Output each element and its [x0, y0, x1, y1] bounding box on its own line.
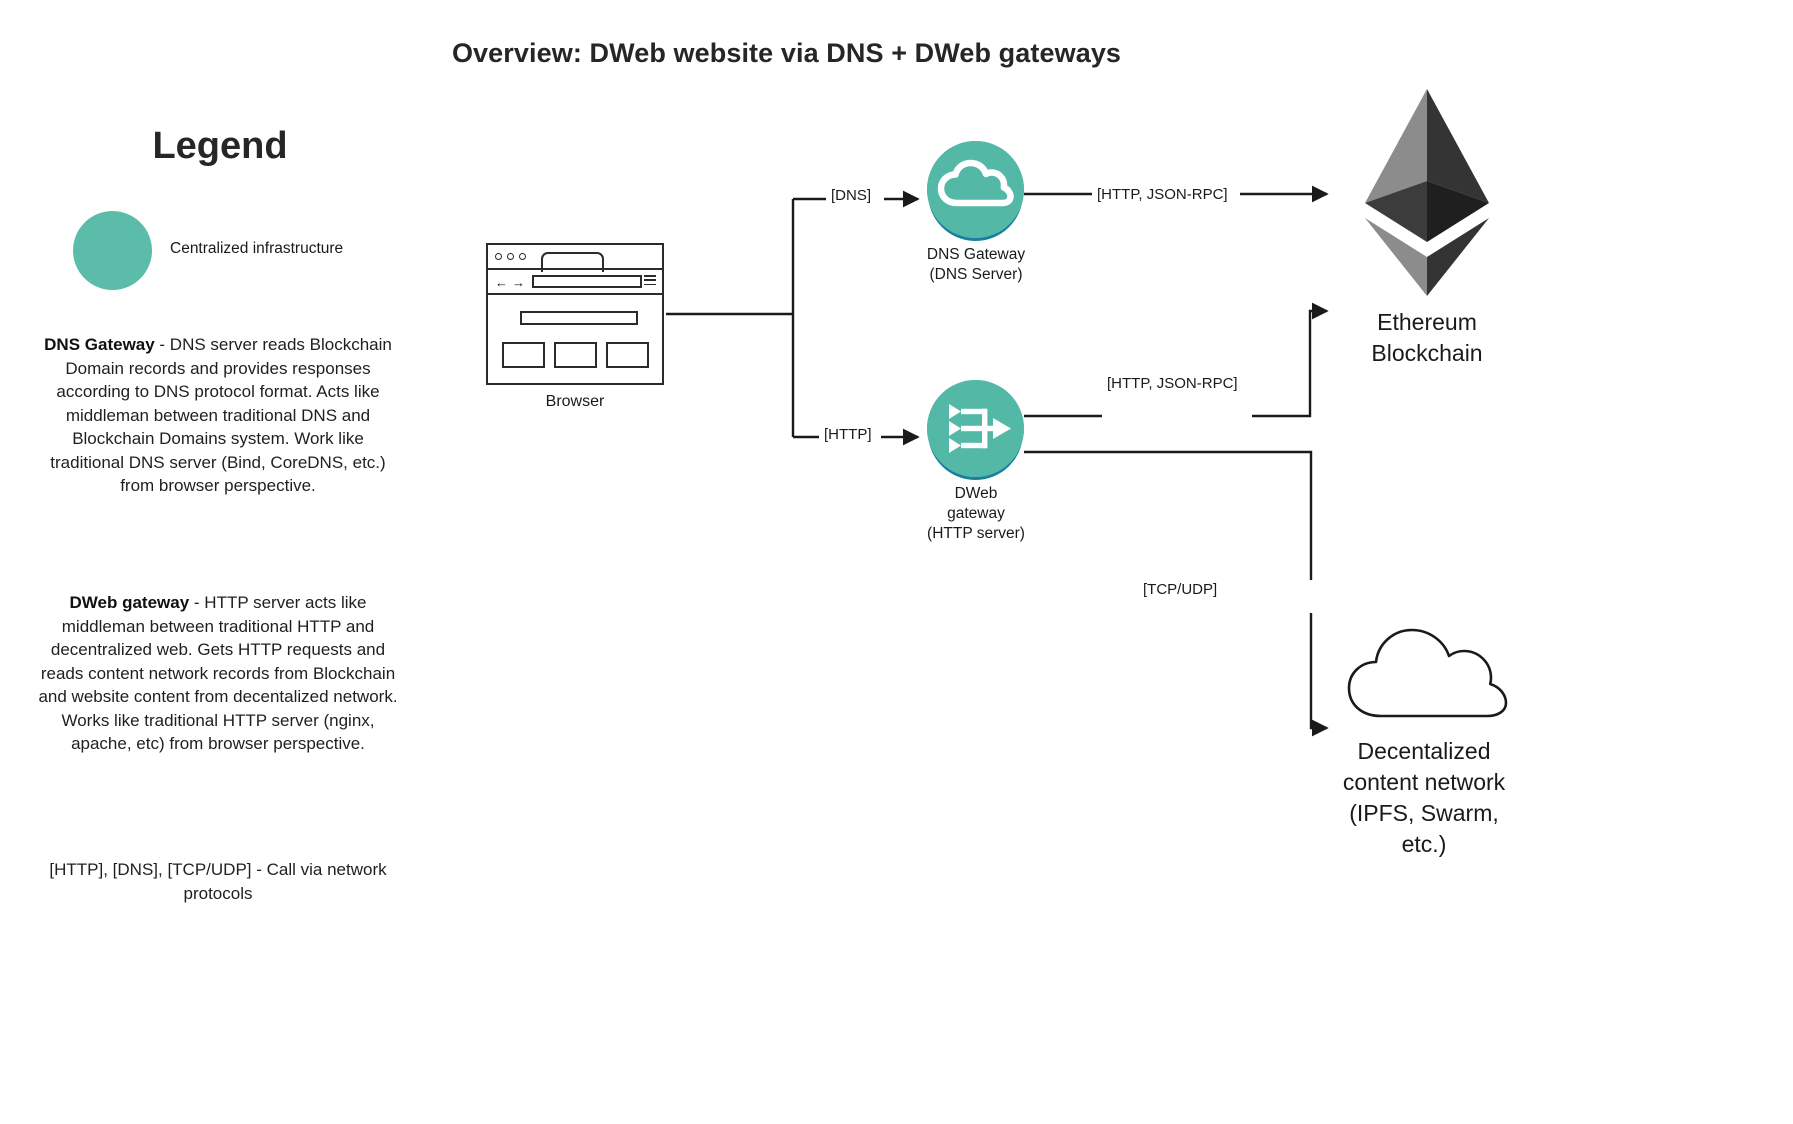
edge-label-http: [HTTP] [821, 426, 875, 443]
node-label-dweb-gateway: DWeb gateway (HTTP server) [861, 484, 1091, 544]
edge-label-tcp-udp: [TCP/UDP] [1140, 581, 1221, 598]
dcn-label-line4: etc.) [1401, 831, 1447, 857]
ethereum-label-line1: Ethereum [1377, 309, 1477, 335]
browser-url-bar [532, 275, 642, 288]
cloud-outline-icon [1347, 628, 1508, 718]
edge-label-json-rpc-dns: [HTTP, JSON-RPC] [1094, 186, 1231, 203]
node-label-browser: Browser [545, 393, 605, 410]
legend-body-dweb-gateway: - HTTP server acts like middleman betwee… [38, 593, 398, 753]
edge-dweb-to-dcn-b [1309, 613, 1329, 737]
legend-entry-dweb-gateway: DWeb gateway - HTTP server acts like mid… [38, 591, 398, 756]
dcn-label-line2: content network [1342, 769, 1506, 795]
dweb-gateway-label-line3: (HTTP server) [927, 525, 1025, 542]
back-arrow-icon: ← [495, 275, 508, 290]
node-label-dns-gateway: DNS Gateway (DNS Server) [861, 245, 1091, 285]
browser-titlebar [488, 245, 662, 272]
browser-dot-1 [495, 253, 502, 260]
browser-window-icon: ← → [486, 243, 664, 385]
node-decentralized-content-network[interactable]: Decentalized content network (IPFS, Swar… [1337, 616, 1517, 857]
dweb-gateway-label-line2: gateway [947, 505, 1005, 522]
dcn-label-line3: (IPFS, Swarm, [1349, 800, 1499, 826]
forward-arrow-icon: → [512, 275, 525, 290]
legend-protocols-note: [HTTP], [DNS], [TCP/UDP] - Call via netw… [38, 858, 398, 905]
node-dweb-gateway[interactable]: DWeb gateway (HTTP server) [927, 380, 1025, 542]
node-browser[interactable]: ← → Browser [486, 243, 664, 410]
merge-arrows-icon [949, 404, 1011, 453]
dweb-gateway-label-line1: DWeb [954, 485, 998, 502]
content-headline-bar [520, 311, 638, 325]
browser-dot-2 [507, 253, 514, 260]
node-dns-gateway[interactable]: DNS Gateway (DNS Server) [927, 141, 1025, 283]
dweb-gateway-circle [927, 380, 1024, 477]
cloud-icon [937, 159, 1014, 207]
edge-label-json-rpc-dweb: [HTTP, JSON-RPC] [1104, 375, 1241, 392]
legend-heading: Legend [152, 125, 288, 167]
legend-color-swatch [73, 211, 152, 290]
browser-toolbar: ← → [488, 270, 662, 295]
browser-content-area [488, 295, 662, 383]
browser-tab [541, 252, 604, 272]
legend-term-dns-gateway: DNS Gateway [44, 335, 155, 354]
node-ethereum-blockchain[interactable]: Ethereum Blockchain [1357, 85, 1497, 366]
legend-term-dweb-gateway: DWeb gateway [69, 593, 190, 612]
dcn-label-line1: Decentalized [1357, 738, 1491, 764]
content-box-1 [502, 342, 545, 368]
content-box-2 [554, 342, 597, 368]
ethereum-label-line2: Blockchain [1371, 340, 1483, 366]
legend-swatch-label: Centralized infrastructure [170, 240, 344, 257]
edge-label-dns: [DNS] [828, 187, 875, 204]
legend-entry-dns-gateway: DNS Gateway - DNS server reads Blockchai… [38, 333, 398, 498]
node-label-ethereum: Ethereum Blockchain [1302, 307, 1552, 369]
content-box-3 [606, 342, 649, 368]
ethereum-diamond-icon [1365, 89, 1489, 296]
edge-dweb-to-dcn-a [1024, 450, 1313, 580]
browser-dot-3 [519, 253, 526, 260]
dns-gateway-label-line1: DNS Gateway [926, 246, 1026, 263]
node-label-decentralized-network: Decentalized content network (IPFS, Swar… [1299, 736, 1549, 860]
dns-gateway-label-line2: (DNS Server) [929, 266, 1023, 283]
dns-gateway-circle [927, 141, 1024, 238]
legend-body-dns-gateway: - DNS server reads Blockchain Domain rec… [50, 335, 392, 495]
hamburger-menu-icon [644, 275, 656, 286]
legend-protocols-rest: , [DNS], [TCP/UDP] - Call via network pr… [103, 860, 387, 903]
legend-protocols-prefix: [HTTP] [49, 860, 104, 879]
page-title: Overview: DWeb website via DNS + DWeb ga… [451, 38, 1122, 68]
edge-dweb-to-eth-b [1252, 302, 1329, 418]
